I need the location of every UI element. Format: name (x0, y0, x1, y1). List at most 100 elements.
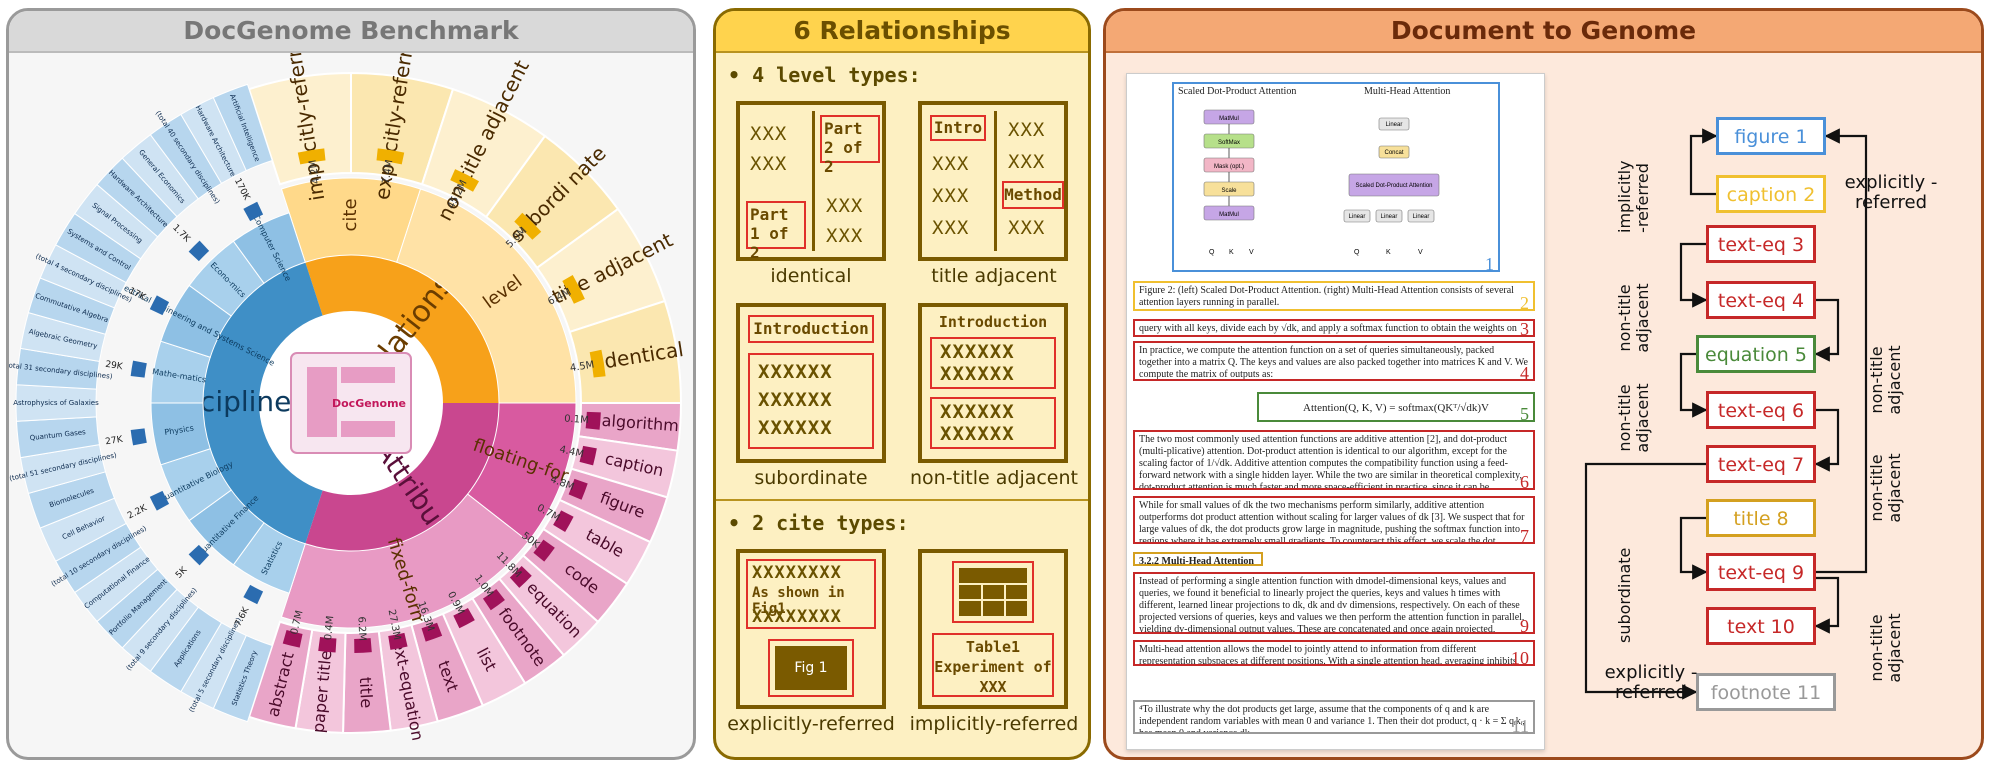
attribute-bar (579, 445, 597, 466)
figure-box-label: SoftMax (1218, 140, 1240, 146)
logo-block (341, 421, 395, 437)
qkv-label: Q (1209, 249, 1215, 256)
title-adjacent-example: Intro XXX XXX XXX XXX XXX Method XXX (918, 101, 1068, 261)
as-shown-text: As shown in Fig1 (752, 585, 845, 617)
edge-label: explicitly -referred (1844, 172, 1938, 213)
block-text: While for small values of dk the two mec… (1139, 500, 1525, 544)
attribute-bar (282, 630, 303, 648)
qkv-label: V (1418, 249, 1423, 256)
subordinate-example: Introduction XXXXXX XXXXXX XXXXXX (736, 303, 886, 463)
figure-box (1378, 117, 1410, 131)
discipline-outer-segment (212, 83, 273, 172)
subordinate-body: XXXXXX XXXXXX XXXXXX (748, 353, 874, 449)
logo-text: DocGenome (332, 397, 406, 410)
block-text: Attention(Q, K, V) = softmax(QKᵀ/√dk)V (1303, 402, 1489, 414)
text-block: The two most commonly used attention fun… (1133, 430, 1535, 490)
relationship-bar (562, 275, 585, 304)
fig-1-label: Fig 1 (775, 646, 847, 690)
discipline-value: 27K (105, 435, 125, 448)
placeholder-text: XXX (1008, 119, 1046, 141)
block-text: Figure 2: (left) Scaled Dot-Product Atte… (1139, 285, 1514, 308)
placeholder-text: XXX (932, 153, 970, 175)
relationships-panel: 6 Relationships • 4 level types: XXX XXX… (713, 8, 1091, 760)
block-number: 6 (1520, 472, 1529, 490)
placeholder-text: XXXXXX (940, 341, 1015, 363)
inner-ring-relationships (305, 255, 499, 403)
relationship-value: 4.2M (308, 159, 323, 185)
fig-frame: Fig 1 (768, 639, 854, 697)
edge-label: non-title adjacent (1867, 613, 1904, 683)
discipline-segment (232, 212, 306, 284)
edge-label: non-title adjacent (1615, 283, 1652, 353)
table-icon (959, 568, 1027, 616)
discipline-bar (243, 584, 264, 605)
text-block: ⁴To illustrate why the dot products get … (1133, 700, 1535, 734)
attribute-value: 0.1M (564, 413, 589, 426)
figure-box (1378, 145, 1410, 159)
text-block: query with all keys, divide each by √dk,… (1133, 319, 1535, 337)
placeholder-text: XXXXXX (758, 361, 833, 383)
attribute-bar (533, 539, 555, 562)
figure-box-label: Concat (1384, 150, 1403, 156)
identical-example: XXX XXX XXX XXX Part 2 of 2 Part 1 of 2 (736, 101, 886, 262)
node-n3: text-eq 3 (1706, 225, 1816, 263)
placeholder-text: XXXXXXXX (752, 563, 842, 583)
edge-label: non-title adjacent (1615, 383, 1652, 453)
block-text: In practice, we compute the attention fu… (1139, 345, 1528, 380)
block-number: 10 (1511, 648, 1529, 666)
block-text: 3.2.2 Multi-Head Attention (1139, 556, 1254, 566)
nta-edge (1679, 242, 1708, 308)
figure-block: Scaled Dot-Product Attention Multi-Head … (1172, 82, 1500, 272)
title-adjacent-caption: title adjacent (931, 265, 1057, 287)
docgenome-logo: DocGenome (290, 352, 412, 454)
block-text: The two most commonly used attention fun… (1139, 434, 1522, 490)
nta-edge (1679, 352, 1708, 418)
figure-box (1375, 209, 1403, 223)
placeholder-text: XXX (1008, 151, 1046, 173)
placeholder-text: XXXXXX (940, 401, 1015, 423)
figure-box-label: Linear (1349, 214, 1366, 220)
divider (716, 499, 1088, 501)
middle-ring-label: cite (340, 198, 361, 231)
table-caption-text: Table1 Experiment of XXX (932, 633, 1054, 697)
fig-title-right: Multi-Head Attention (1364, 86, 1451, 97)
non-title-adjacent-caption: non-title adjacent (909, 467, 1078, 489)
figure-box (1348, 173, 1440, 197)
block-number: 3 (1520, 319, 1529, 337)
placeholder-text: XXX (750, 123, 788, 145)
part-2-label: Part 2 of 2 (820, 115, 880, 176)
relationship-bar (450, 169, 479, 192)
subordinate-edge (1679, 516, 1708, 580)
attribute-bar (388, 632, 408, 650)
inner-ring-disciplines (202, 262, 323, 544)
panel-title: Document to Genome (1106, 11, 1981, 53)
fig-title-left: Scaled Dot-Product Attention (1178, 86, 1297, 97)
relationship-value: 4.5M (569, 360, 595, 375)
discipline-value: 7.6K (233, 605, 252, 629)
attribute-bar (482, 588, 505, 611)
figure-box-label: Mask (opt.) (1214, 164, 1244, 170)
discipline-value: 29K (105, 360, 125, 373)
attribute-bar (509, 566, 532, 588)
placeholder-text: XXX (826, 225, 864, 247)
intro-label: Intro (930, 115, 986, 141)
text-block: Figure 2: (left) Scaled Dot-Product Atte… (1133, 281, 1535, 311)
node-n4: text-eq 4 (1706, 281, 1816, 319)
edge-label: non-title adjacent (1867, 345, 1904, 415)
figure-box-label: Linear (1386, 122, 1403, 128)
block-text: ⁴To illustrate why the dot products get … (1139, 704, 1525, 734)
discipline-value: 170K (232, 177, 252, 203)
figure-box (1407, 209, 1435, 223)
discipline-bar (149, 490, 170, 511)
discipline-bar (149, 295, 170, 316)
node-n2: caption 2 (1716, 175, 1826, 213)
placeholder-text: XXXXXX (758, 417, 833, 439)
identical-caption: identical (770, 265, 852, 287)
table-frame (952, 561, 1034, 623)
figure-box (1343, 209, 1371, 223)
block-number: 11 (1511, 716, 1529, 734)
edge-label: explicitly -referred (1604, 662, 1698, 703)
level-types-heading: • 4 level types: (728, 63, 921, 87)
